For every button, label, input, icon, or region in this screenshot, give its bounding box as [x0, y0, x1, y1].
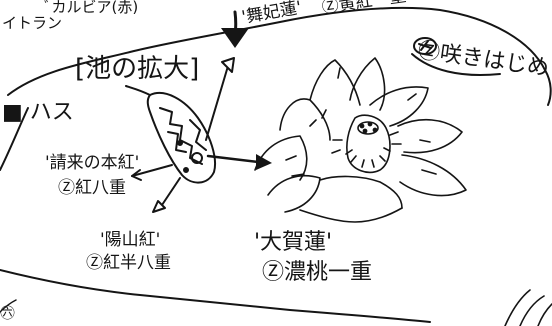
lotus-flower-drawing: [254, 57, 467, 223]
leaf-sketch-bottom-right: [504, 289, 552, 326]
shoshu-hongo-name: '請来の本紅': [45, 153, 140, 173]
oga-hasu-name: '大賀蓮': [254, 230, 333, 255]
pond-map-icon: [125, 85, 216, 184]
blooming-bud-icon: [411, 37, 501, 76]
shoshu-hongo-description: Ⓩ紅八重: [58, 178, 126, 198]
pond-title: [池の拡大]: [75, 54, 200, 84]
arrow-to-yozan: [159, 177, 181, 209]
arrow-to-shoshu: [131, 164, 173, 177]
bottom-left-mark: ㊅: [0, 304, 16, 322]
pond-outline: [0, 6, 552, 323]
lotus-header: ■ ハス: [2, 100, 74, 125]
top-left-iris-label: イトラン: [2, 14, 63, 32]
oga-hasu-description: Ⓩ濃桃一重: [262, 260, 373, 285]
top-left-partial-label: ﾞカルビア(赤): [44, 0, 139, 16]
arrow-to-oga: [206, 154, 260, 164]
stem-sketch-bottom-left: [0, 299, 17, 313]
yozan-ko-description: Ⓩ紅半八重: [86, 253, 171, 273]
arrow-to-maikomi: [205, 65, 229, 141]
yozan-ko-name: '陽山紅': [100, 230, 161, 250]
callout-arrowhead: [221, 28, 249, 48]
